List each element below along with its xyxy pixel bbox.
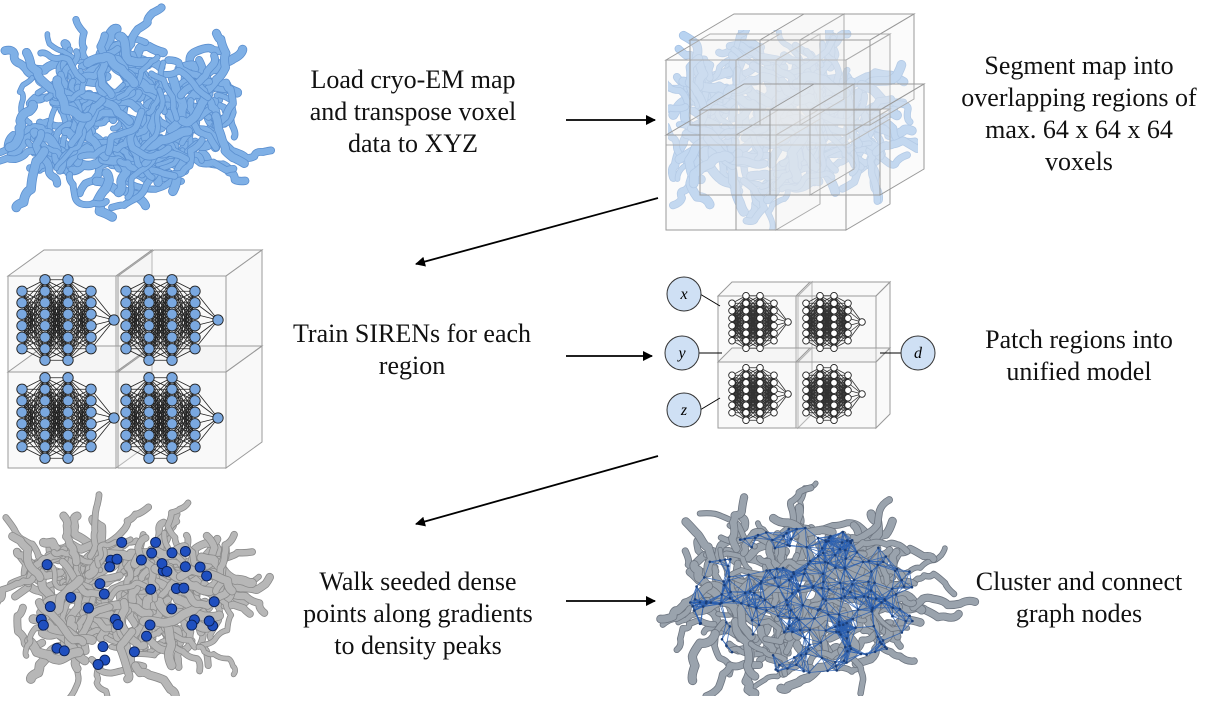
model-input_x-label: x xyxy=(679,286,687,303)
siren-networks-image xyxy=(8,250,262,468)
cryo-em-map-image xyxy=(0,8,271,217)
step-cluster-label: Cluster and connect graph nodes xyxy=(946,566,1212,630)
seeded-points-image xyxy=(0,495,270,696)
segmented-map-image xyxy=(641,14,928,237)
model-input_z-label: z xyxy=(680,402,688,419)
step-segment-label: Segment map into overlapping regions of … xyxy=(946,50,1212,178)
step-patch-label: Patch regions into unified model xyxy=(946,324,1212,388)
model-output-d-label: d xyxy=(914,345,923,362)
step-walk-label: Walk seeded dense points along gradients… xyxy=(268,566,568,662)
step-load-label: Load cryo-EM map and transpose voxel dat… xyxy=(268,64,558,160)
step-train-label: Train SIRENs for each region xyxy=(262,318,562,382)
model-input_y-label: y xyxy=(676,345,686,362)
unified-model-image: x y z d xyxy=(665,277,935,428)
arrow-patch-to-walk xyxy=(416,456,658,524)
graph-nodes-image xyxy=(661,483,975,696)
arrow-segment-to-train xyxy=(416,198,658,264)
